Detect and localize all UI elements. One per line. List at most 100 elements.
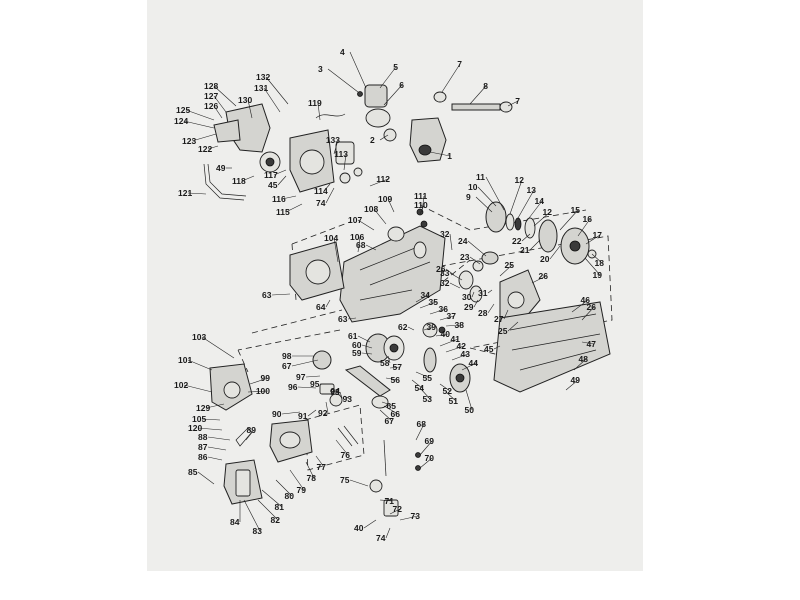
part-label-p29: 29 bbox=[464, 302, 474, 312]
leader-line-p26c bbox=[445, 268, 455, 276]
leader-line-p59 bbox=[361, 352, 373, 355]
part-label-p97: 97 bbox=[296, 372, 306, 382]
part-label-p63b: 63 bbox=[338, 314, 348, 324]
leader-line-p63a bbox=[271, 293, 291, 296]
part-label-p24: 24 bbox=[458, 236, 468, 246]
part-label-p36: 36 bbox=[439, 304, 449, 314]
leader-line-p42 bbox=[445, 345, 465, 353]
part-label-p19: 19 bbox=[593, 270, 603, 280]
leader-lines bbox=[183, 51, 603, 539]
part-label-p54: 54 bbox=[415, 383, 425, 393]
leader-line-p77 bbox=[315, 455, 325, 468]
leader-line-p87 bbox=[207, 446, 227, 451]
leader-line-p76 bbox=[335, 439, 349, 456]
part-label-p66: 66 bbox=[391, 409, 401, 419]
part-label-p18: 18 bbox=[595, 258, 605, 268]
leader-line-p38 bbox=[445, 324, 463, 327]
part-label-p37: 37 bbox=[447, 311, 457, 321]
leader-line-p114 bbox=[323, 183, 331, 192]
leader-line-p25a bbox=[499, 264, 513, 277]
part-label-p45b: 45 bbox=[268, 180, 278, 190]
part-label-p74a: 74 bbox=[376, 533, 386, 543]
leader-line-p66 bbox=[383, 405, 399, 415]
part-label-p26c: 26 bbox=[436, 264, 446, 274]
leader-line-p7b bbox=[507, 100, 519, 107]
crankcase-group bbox=[289, 208, 446, 323]
leader-line-p56 bbox=[385, 377, 399, 381]
part-label-p121: 121 bbox=[178, 188, 192, 198]
part-label-p124: 124 bbox=[174, 116, 188, 126]
leader-line-p63b bbox=[347, 317, 357, 320]
part-label-p20: 20 bbox=[540, 254, 550, 264]
leader-line-p80 bbox=[275, 479, 293, 497]
part-label-p58: 58 bbox=[380, 358, 390, 368]
leader-line-p88 bbox=[207, 436, 231, 441]
part-label-p69: 69 bbox=[425, 436, 435, 446]
leader-line-p13 bbox=[517, 189, 535, 219]
part-label-p104: 104 bbox=[324, 233, 338, 243]
leader-line-p68b bbox=[365, 244, 377, 251]
part-label-p130: 130 bbox=[238, 95, 252, 105]
part-label-p11: 11 bbox=[476, 172, 485, 182]
part-label-p42: 42 bbox=[457, 341, 467, 351]
part-label-p93b: 93 bbox=[343, 394, 353, 404]
part-label-p52: 52 bbox=[443, 386, 453, 396]
leader-line-p12b bbox=[533, 211, 551, 227]
leader-line-p6 bbox=[383, 84, 403, 106]
leader-line-p122 bbox=[207, 145, 219, 150]
part-label-p102: 102 bbox=[174, 380, 188, 390]
leader-line-p108 bbox=[373, 208, 387, 225]
leader-line-p64 bbox=[325, 299, 331, 308]
part-label-p74b: 74 bbox=[316, 198, 326, 208]
part-label-p92: 92 bbox=[318, 408, 328, 418]
leader-line-p30 bbox=[471, 291, 475, 298]
part-label-p64: 64 bbox=[316, 302, 326, 312]
part-label-p67b: 67 bbox=[385, 416, 395, 426]
leader-line-p55 bbox=[415, 371, 431, 379]
leader-line-p50 bbox=[465, 389, 473, 411]
part-label-p111: 111 bbox=[414, 191, 428, 201]
leader-line-p112 bbox=[369, 178, 389, 187]
part-label-p113: 113 bbox=[334, 149, 348, 159]
part-label-p119: 119 bbox=[308, 98, 322, 108]
part-label-p79: 79 bbox=[297, 485, 307, 495]
part-label-p40b: 40 bbox=[354, 523, 364, 533]
part-label-p87: 87 bbox=[198, 442, 208, 452]
leader-line-p4 bbox=[349, 51, 367, 89]
leader-line-p107 bbox=[357, 219, 375, 231]
leader-line-p69 bbox=[419, 440, 433, 456]
part-label-p8: 8 bbox=[483, 81, 488, 91]
transmission-group bbox=[422, 251, 611, 393]
leader-line-p111 bbox=[421, 195, 425, 213]
leader-line-p126 bbox=[213, 105, 223, 119]
leader-line-p85 bbox=[197, 471, 215, 485]
leader-line-p11 bbox=[485, 176, 505, 211]
part-label-p82: 82 bbox=[271, 515, 281, 525]
leader-line-p70 bbox=[419, 457, 433, 469]
part-label-p120: 120 bbox=[188, 423, 202, 433]
part-label-p125: 125 bbox=[176, 105, 190, 115]
part-label-p49b: 49 bbox=[216, 163, 226, 173]
part-label-p88: 88 bbox=[198, 432, 208, 442]
leader-line-p117 bbox=[273, 169, 287, 176]
leader-line-p102 bbox=[183, 384, 213, 393]
leader-line-p24 bbox=[467, 240, 487, 257]
drive-pulley-group bbox=[485, 201, 597, 265]
leader-line-p67b bbox=[379, 409, 393, 422]
part-label-p101: 101 bbox=[178, 355, 192, 365]
leader-line-p78 bbox=[305, 461, 315, 479]
part-label-p94: 94 bbox=[331, 386, 341, 396]
part-label-p51: 51 bbox=[449, 396, 459, 406]
leader-line-p10 bbox=[477, 186, 497, 207]
part-label-p43: 43 bbox=[461, 349, 471, 359]
leader-line-p81 bbox=[261, 489, 283, 508]
leader-line-p27 bbox=[503, 309, 509, 320]
part-label-p35: 35 bbox=[429, 297, 439, 307]
leader-line-p25b bbox=[507, 321, 519, 332]
part-label-p13: 13 bbox=[527, 185, 537, 195]
leader-line-p28 bbox=[487, 303, 495, 314]
leader-line-p52 bbox=[439, 383, 451, 392]
leader-line-p121 bbox=[187, 192, 207, 195]
